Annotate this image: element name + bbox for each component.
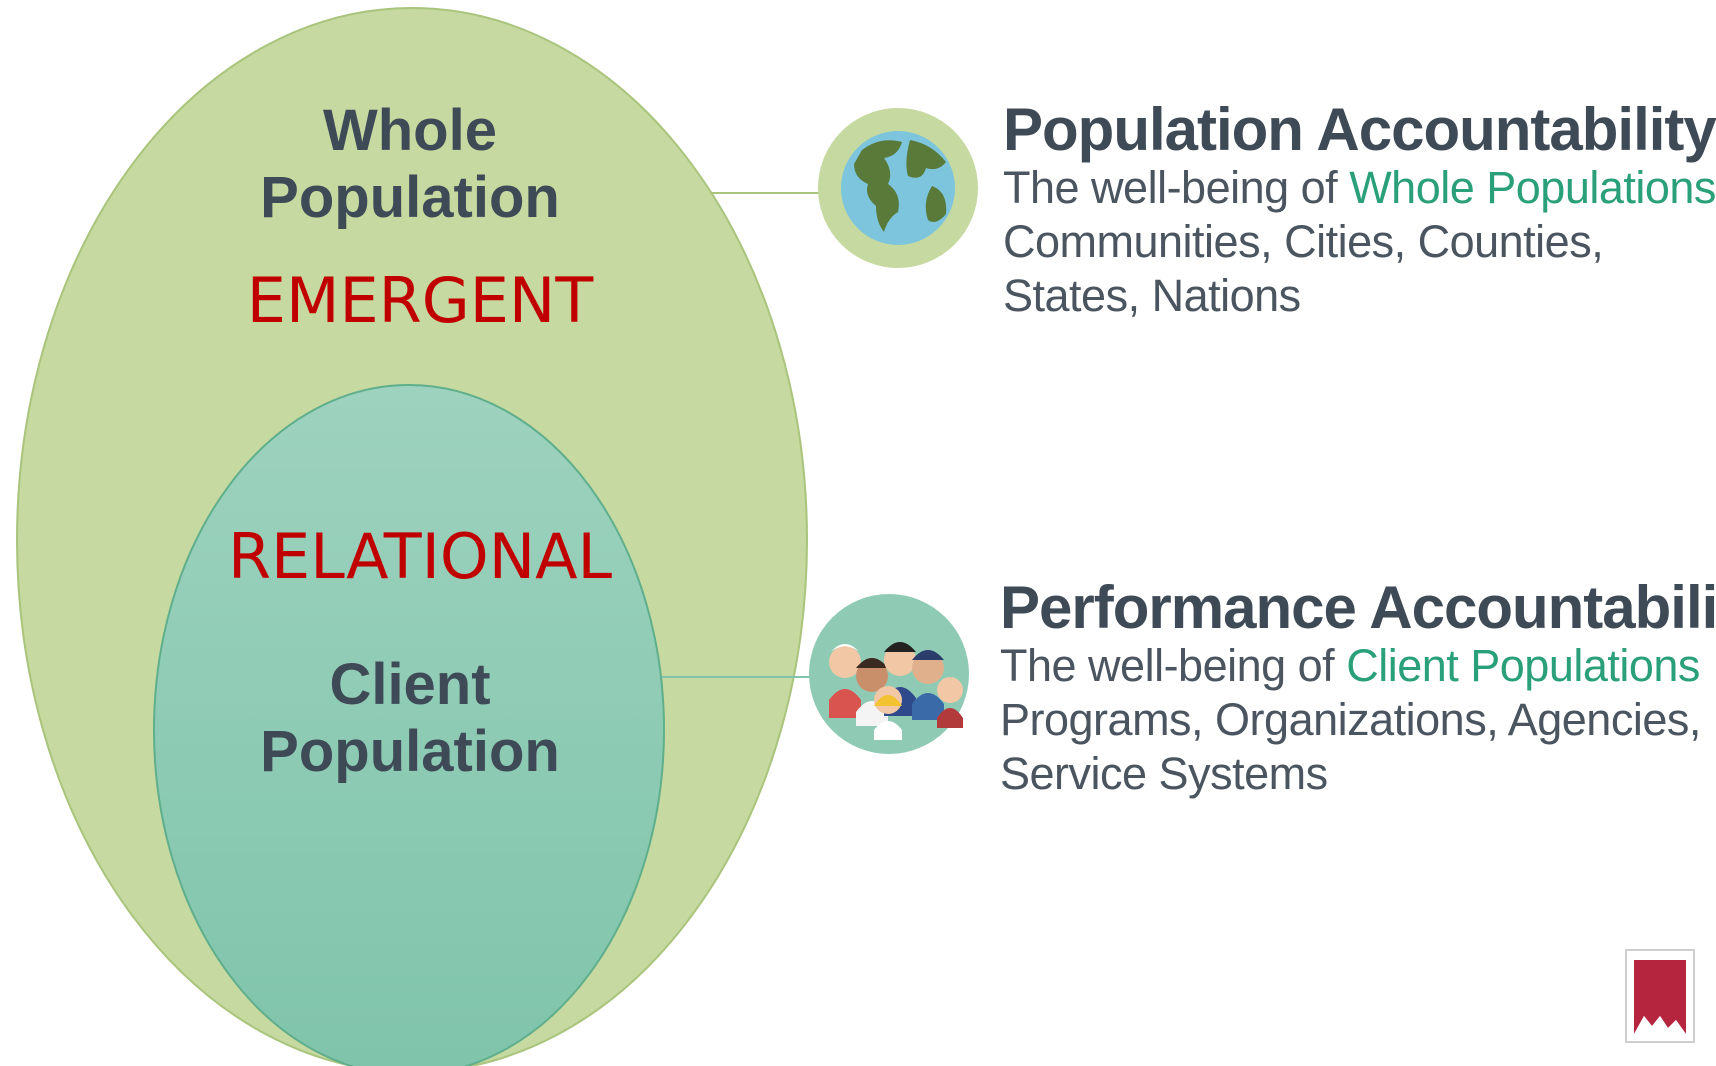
population-accountability-title: Population Accountability [1003,96,1716,163]
bookmark-logo-icon [1625,949,1695,1043]
client-population-line1: Client [329,652,491,717]
performance-accountability-title: Performance Accountability [1000,574,1716,641]
population-accountability-line3: States, Nations [1003,270,1301,321]
population-accountability-panel: Population Accountability The well-being… [1003,98,1716,323]
performance-accountability-panel: Performance Accountability The well-bein… [1000,576,1716,801]
emergent-label: EMERGENT [246,264,594,337]
population-accountability-prefix: The well-being of [1003,162,1350,213]
client-populations-highlight: Client Populations [1346,640,1700,691]
performance-accountability-line1: The well-being of Client Populations [1000,639,1716,693]
whole-population-line2: Population [260,164,560,230]
people-icon [809,594,969,754]
client-population-ellipse [153,384,665,1066]
performance-accountability-prefix: The well-being of [1000,640,1347,691]
population-accountability-line2: Communities, Cities, Counties, [1003,216,1604,267]
relational-label: RELATIONAL [227,520,613,593]
whole-population-label: Whole Population [240,98,580,231]
population-accountability-line1: The well-being of Whole Populations [1003,161,1716,215]
client-population-label: Client Population [240,652,580,785]
client-population-line2: Population [260,718,560,784]
performance-accountability-line3: Service Systems [1000,748,1328,799]
whole-populations-highlight: Whole Populations [1349,162,1716,213]
globe-icon [818,108,978,268]
performance-accountability-line2: Programs, Organizations, Agencies, [1000,694,1701,745]
whole-population-line1: Whole [323,98,497,163]
